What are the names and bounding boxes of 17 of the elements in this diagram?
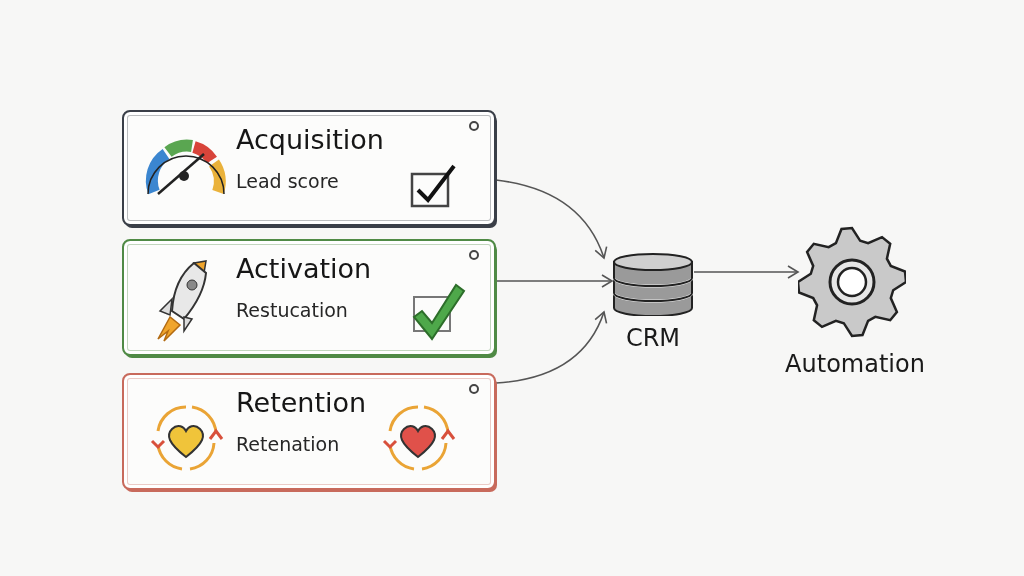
stage-description: Restucation (236, 299, 348, 321)
arrow (495, 274, 613, 288)
node-caption: Automation (784, 350, 926, 378)
stage-title: Acquisition (236, 124, 384, 155)
node-caption: CRM (624, 324, 682, 352)
arrow (495, 311, 607, 384)
stage-card (122, 373, 496, 490)
stage-description: Retenation (236, 433, 340, 455)
arrow (693, 265, 799, 279)
stage-description: Lead score (236, 170, 339, 192)
arrow (495, 179, 607, 259)
stage-title: Activation (236, 253, 372, 284)
database-icon (612, 252, 694, 316)
gear-icon (798, 226, 906, 338)
stage-card (122, 239, 496, 356)
stage-title: Retention (236, 387, 367, 418)
stage-card (122, 110, 496, 226)
